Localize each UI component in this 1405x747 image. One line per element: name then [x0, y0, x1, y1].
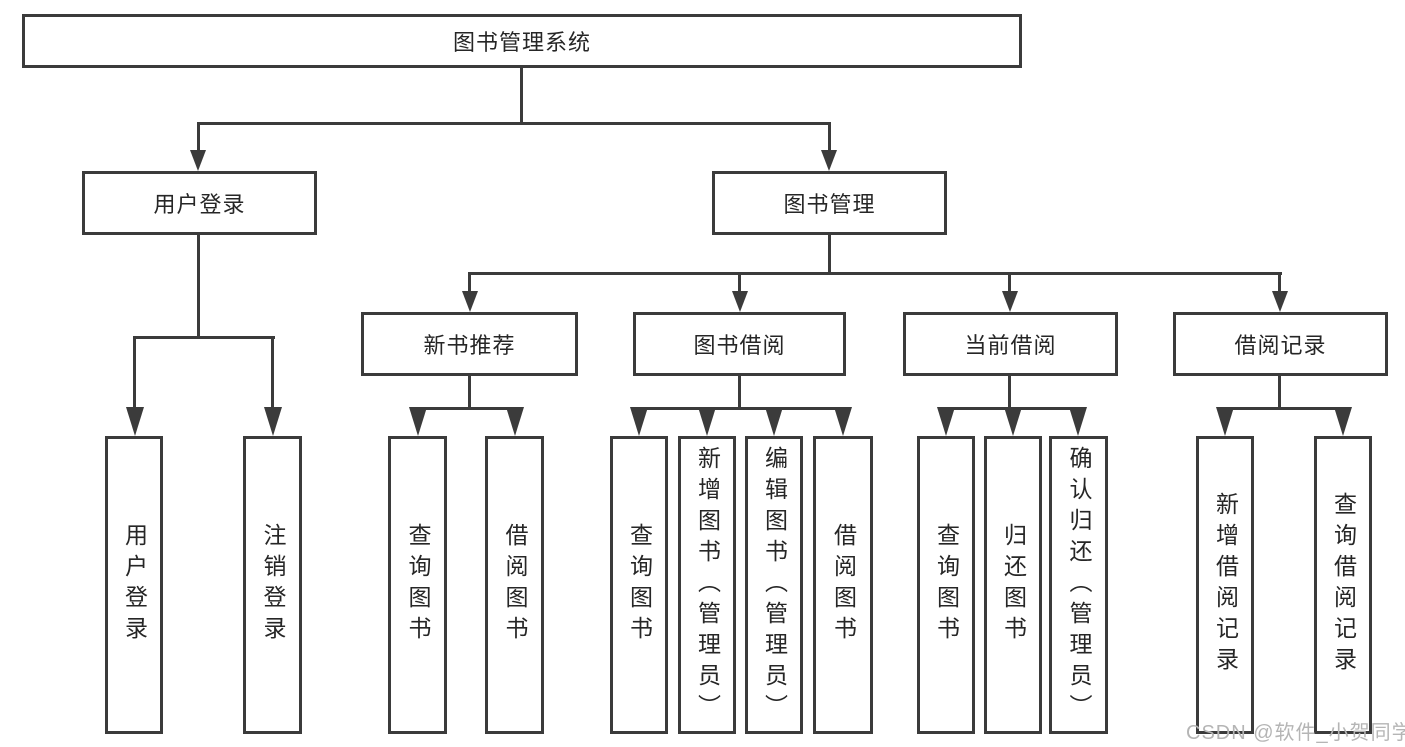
connector-current-borrow-stub: [1008, 376, 1011, 410]
node-book-borrowing-label: 图书借阅: [693, 333, 786, 358]
arrow-down-icon: [1069, 407, 1087, 436]
connector-new-book-stub: [468, 376, 471, 410]
node-leaf-user-login: 用户登录: [105, 436, 163, 734]
node-leaf-user-login-label: 用户登录: [121, 523, 148, 647]
connector-borrow-records-stub: [1278, 376, 1281, 410]
node-new-book-recommendation: 新书推荐: [361, 312, 578, 376]
csdn-watermark: CSDN @软件_小贺同学: [1186, 722, 1405, 744]
node-leaf-query-books-borrowing: 查询图书: [610, 436, 668, 734]
arrow-down-icon: [834, 407, 852, 436]
connector-stem-book-mgmt: [828, 122, 831, 152]
connector-level2-split: [197, 122, 831, 125]
node-leaf-query-books-current-label: 查询图书: [933, 523, 960, 647]
node-new-book-recommendation-label: 新书推荐: [423, 333, 516, 358]
node-leaf-return-books: 归还图书: [984, 436, 1042, 734]
node-leaf-query-books-recommend-label: 查询图书: [405, 523, 431, 647]
node-leaf-query-books-borrowing-label: 查询图书: [626, 523, 653, 647]
arrow-down-icon: [409, 407, 427, 436]
arrow-down-icon: [462, 291, 478, 312]
arrow-down-icon: [698, 407, 716, 436]
node-borrowing-records: 借阅记录: [1173, 312, 1388, 376]
node-leaf-confirm-return-admin: 确认归还（管理员）: [1049, 436, 1108, 734]
connector-stem-borrow-records: [1278, 272, 1281, 294]
arrow-down-icon: [937, 407, 955, 436]
arrow-down-icon: [1272, 291, 1288, 312]
node-leaf-logout-label: 注销登录: [260, 523, 286, 647]
arrow-down-icon: [264, 407, 282, 436]
node-leaf-query-books-recommend: 查询图书: [388, 436, 447, 734]
arrow-down-icon: [821, 150, 837, 171]
connector-user-login-split: [133, 336, 275, 339]
arrow-down-icon: [190, 150, 206, 171]
node-leaf-confirm-return-admin-label: 确认归还（管理员）: [1066, 445, 1092, 725]
arrow-down-icon: [732, 291, 748, 312]
connector-stem-book-borrow: [738, 272, 741, 294]
connector-book-borrow-split: [638, 407, 845, 410]
node-leaf-query-borrow-record: 查询借阅记录: [1314, 436, 1372, 734]
arrow-down-icon: [765, 407, 783, 436]
arrow-down-icon: [1002, 291, 1018, 312]
connector-user-login-stub: [197, 235, 200, 339]
node-leaf-query-borrow-record-label: 查询借阅记录: [1330, 492, 1357, 678]
node-leaf-edit-books-admin: 编辑图书（管理员）: [745, 436, 803, 734]
node-leaf-add-books-admin: 新增图书（管理员）: [678, 436, 736, 734]
arrow-down-icon: [630, 407, 648, 436]
node-root: 图书管理系统: [22, 14, 1022, 68]
arrow-down-icon: [126, 407, 144, 436]
node-leaf-return-books-label: 归还图书: [1000, 523, 1027, 647]
connector-stem-current-borrow: [1008, 272, 1011, 294]
node-leaf-edit-books-admin-label: 编辑图书（管理员）: [761, 445, 788, 725]
node-borrowing-records-label: 借阅记录: [1234, 333, 1327, 358]
arrow-down-icon: [1004, 407, 1022, 436]
connector-stem-new-book: [468, 272, 471, 294]
node-leaf-query-books-current: 查询图书: [917, 436, 975, 734]
arrow-down-icon: [1334, 407, 1352, 436]
connector-book-mgmt-stub: [828, 235, 831, 275]
node-leaf-add-borrow-record-label: 新增借阅记录: [1212, 492, 1239, 678]
node-root-label: 图书管理系统: [452, 30, 591, 55]
arrow-down-icon: [1216, 407, 1234, 436]
node-leaf-add-borrow-record: 新增借阅记录: [1196, 436, 1254, 734]
connector-new-book-split: [416, 407, 516, 410]
node-current-borrowing-label: 当前借阅: [964, 333, 1057, 358]
node-user-login-branch-label: 用户登录: [153, 192, 246, 217]
node-current-borrowing: 当前借阅: [903, 312, 1118, 376]
node-leaf-add-books-admin-label: 新增图书（管理员）: [694, 445, 721, 725]
node-book-management: 图书管理: [712, 171, 947, 235]
connector-stem-leaf-logout: [271, 336, 274, 412]
connector-borrow-records-split: [1223, 407, 1345, 410]
connector-level3-split: [469, 272, 1282, 275]
node-leaf-borrow-books: 借阅图书: [813, 436, 873, 734]
node-user-login-branch: 用户登录: [82, 171, 317, 235]
connector-book-borrow-stub: [738, 376, 741, 410]
node-book-borrowing: 图书借阅: [633, 312, 846, 376]
node-leaf-borrow-books-recommend: 借阅图书: [485, 436, 544, 734]
connector-stem-leaf-user-login: [133, 336, 136, 412]
node-leaf-borrow-books-recommend-label: 借阅图书: [502, 523, 528, 647]
arrow-down-icon: [506, 407, 524, 436]
node-leaf-logout: 注销登录: [243, 436, 302, 734]
connector-root-stub: [520, 68, 523, 124]
connector-stem-user-login: [197, 122, 200, 152]
node-leaf-borrow-books-label: 借阅图书: [830, 523, 857, 647]
node-book-management-label: 图书管理: [783, 192, 876, 217]
